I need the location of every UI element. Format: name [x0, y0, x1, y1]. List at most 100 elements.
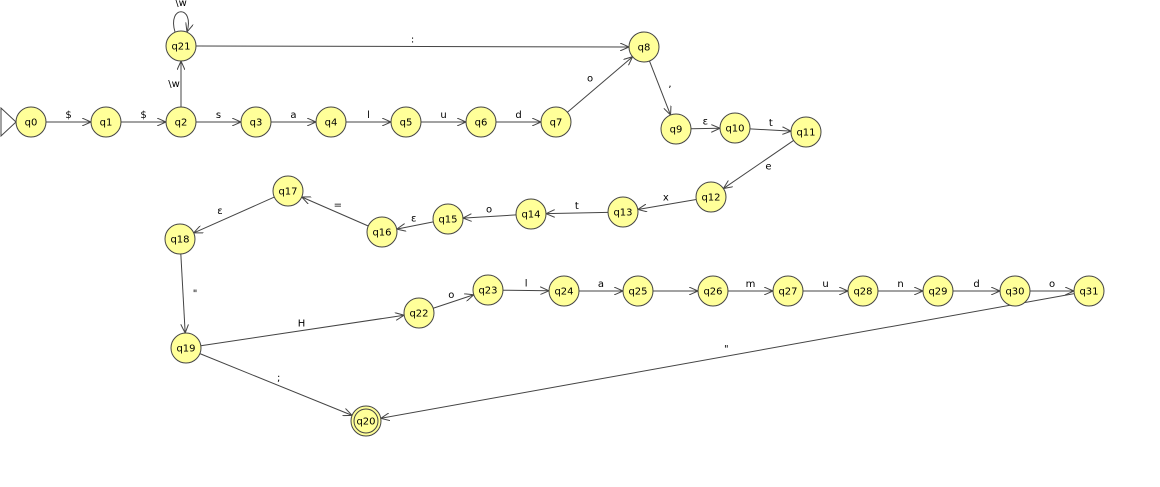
state-circle — [472, 274, 504, 306]
state-label: q0 — [25, 118, 38, 129]
state-circle — [515, 198, 547, 230]
transition-label-q30-q31: o — [1049, 279, 1055, 290]
state-q4[interactable]: q4 — [315, 106, 347, 138]
state-label: q20 — [356, 417, 375, 428]
state-circle — [465, 106, 497, 138]
state-q24[interactable]: q24 — [548, 275, 580, 307]
state-label: q16 — [372, 228, 391, 239]
state-circle — [90, 106, 122, 138]
state-q12[interactable]: q12 — [695, 181, 727, 213]
state-label: q26 — [703, 287, 722, 298]
state-q7[interactable]: q7 — [540, 106, 572, 138]
transition-q7-q8 — [567, 57, 632, 113]
transition-q31-q20 — [381, 293, 1075, 419]
state-circle — [628, 31, 660, 63]
state-q11[interactable]: q11 — [790, 116, 822, 148]
state-q16[interactable]: q16 — [366, 216, 398, 248]
state-label: q3 — [250, 118, 263, 129]
transition-label-q19-q20: ; — [277, 373, 280, 384]
transition-label-q6-q7: d — [515, 110, 521, 121]
state-circle — [660, 113, 692, 145]
transition-label-q9-q10: ε — [703, 117, 708, 128]
state-q31[interactable]: q31 — [1073, 275, 1105, 307]
state-label: q11 — [796, 128, 815, 139]
transition-label-q5-q6: u — [440, 110, 446, 121]
state-label: q12 — [701, 193, 720, 204]
transition-q18-q19 — [180, 253, 185, 333]
state-circle — [772, 275, 804, 307]
state-label: q1 — [100, 118, 113, 129]
state-label: q13 — [613, 208, 632, 219]
state-q15[interactable]: q15 — [432, 203, 464, 235]
transition-label-q26-q27: m — [746, 279, 756, 290]
state-circle — [999, 275, 1031, 307]
state-q8[interactable]: q8 — [628, 31, 660, 63]
state-q17[interactable]: q17 — [272, 175, 304, 207]
transition-label-q27-q28: u — [822, 279, 828, 290]
state-q25[interactable]: q25 — [622, 275, 654, 307]
transition-label-q2-q3: s — [216, 110, 221, 121]
state-label: q4 — [325, 118, 338, 129]
transition-label-q1-q2: $ — [140, 110, 146, 121]
state-q19[interactable]: q19 — [170, 332, 202, 364]
state-circle — [607, 196, 639, 228]
transition-label-q13-q14: t — [575, 201, 579, 212]
transition-label-q7-q8: o — [587, 74, 593, 85]
state-q3[interactable]: q3 — [240, 106, 272, 138]
transition-label-q12-q13: x — [663, 193, 669, 204]
state-label: q7 — [550, 118, 563, 129]
state-q29[interactable]: q29 — [922, 275, 954, 307]
state-q28[interactable]: q28 — [847, 275, 879, 307]
state-label: q17 — [278, 187, 297, 198]
state-q13[interactable]: q13 — [607, 196, 639, 228]
state-q10[interactable]: q10 — [719, 112, 751, 144]
state-q27[interactable]: q27 — [772, 275, 804, 307]
state-q6[interactable]: q6 — [465, 106, 497, 138]
state-q5[interactable]: q5 — [390, 106, 422, 138]
state-q20[interactable]: q20 — [350, 405, 382, 437]
transition-q14-q15 — [463, 215, 517, 218]
state-q0[interactable]: q0 — [15, 106, 47, 138]
state-label: q14 — [521, 210, 540, 221]
state-q26[interactable]: q26 — [697, 275, 729, 307]
state-circle — [165, 106, 197, 138]
state-circle — [315, 106, 347, 138]
state-q21[interactable]: q21 — [165, 30, 197, 62]
transition-label-q23-q24: l — [525, 279, 528, 290]
state-q14[interactable]: q14 — [515, 198, 547, 230]
state-label: q31 — [1079, 287, 1098, 298]
state-q9[interactable]: q9 — [660, 113, 692, 145]
transition-q19-q22 — [200, 315, 404, 347]
transition-q10-q11 — [749, 129, 791, 131]
state-q18[interactable]: q18 — [164, 223, 196, 255]
state-circle — [548, 275, 580, 307]
state-q23[interactable]: q23 — [472, 274, 504, 306]
state-circle — [540, 106, 572, 138]
state-q1[interactable]: q1 — [90, 106, 122, 138]
state-circle — [165, 30, 197, 62]
state-q30[interactable]: q30 — [999, 275, 1031, 307]
transition-label-q19-q22: H — [298, 319, 306, 330]
state-label: q8 — [638, 43, 651, 54]
transition-q23-q24 — [502, 290, 549, 291]
transition-q12-q13 — [638, 199, 697, 210]
transition-label-q3-q4: a — [290, 110, 296, 121]
state-circle — [790, 116, 822, 148]
transition-label-q29-q30: d — [973, 279, 979, 290]
transition-q13-q14 — [546, 212, 609, 213]
transition-label-q31-q20: " — [724, 344, 729, 355]
transition-q8-q9 — [648, 60, 670, 115]
state-q2[interactable]: q2 — [165, 106, 197, 138]
transition-label-q21-q21: \w — [175, 0, 187, 9]
state-label: q29 — [928, 287, 947, 298]
state-q22[interactable]: q22 — [403, 297, 435, 329]
state-label: q22 — [409, 309, 428, 320]
transition-q15-q16 — [397, 221, 434, 229]
transition-label-q24-q25: a — [598, 279, 604, 290]
transition-q11-q12 — [723, 140, 794, 188]
state-circle — [432, 203, 464, 235]
transition-label-q10-q11: t — [769, 118, 773, 129]
transition-label-q8-q9: , — [668, 79, 671, 90]
transition-q22-q23 — [433, 295, 474, 309]
